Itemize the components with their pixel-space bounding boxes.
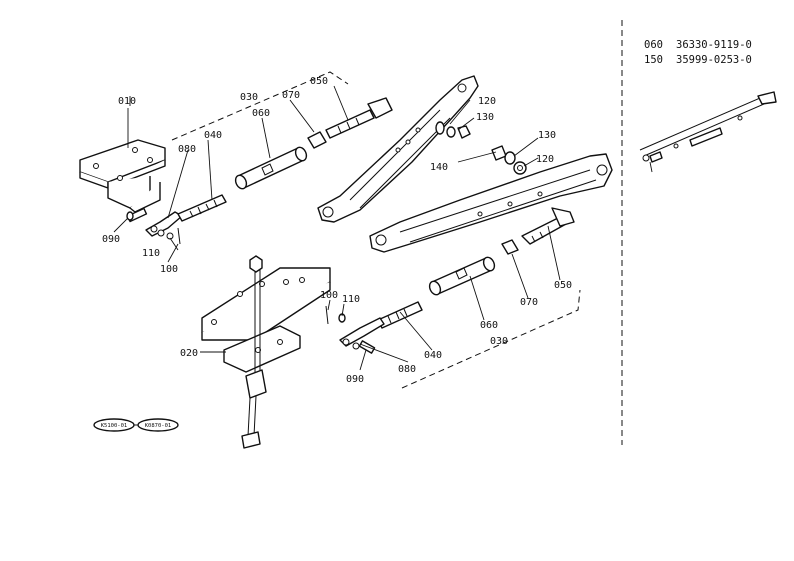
callout-110-top: 110 — [142, 248, 160, 259]
callout-020: 020 — [180, 348, 198, 359]
callout-130-top: 130 — [476, 112, 494, 123]
callout-120-top: 120 — [478, 96, 496, 107]
callout-060-top: 060 — [252, 108, 270, 119]
callout-070-top: 070 — [282, 90, 300, 101]
callout-010: 010 — [118, 96, 136, 107]
ref-row-2-part-number: 35999-0253-0 — [676, 54, 752, 66]
callout-060-bottom: 060 — [480, 320, 498, 331]
callout-090-top: 090 — [102, 234, 120, 245]
lower-check-chain-assembly — [325, 207, 581, 389]
ref-row-1-part-number: 36330-9119-0 — [676, 39, 752, 51]
lower-lift-arm — [369, 153, 613, 253]
inset-assembly-detail — [639, 91, 777, 173]
upper-check-chain-assembly — [126, 71, 393, 245]
callout-100-bottom: 100 — [320, 290, 338, 301]
callout-080-bottom: 080 — [398, 364, 416, 375]
leader-lines — [113, 85, 561, 371]
callout-130-right: 130 — [538, 130, 556, 141]
callout-070-bottom: 070 — [520, 297, 538, 308]
callout-050-bottom: 050 — [554, 280, 572, 291]
callout-100-top: 100 — [160, 264, 178, 275]
bracket-010 — [79, 139, 166, 213]
callout-120-right: 120 — [536, 154, 554, 165]
callout-030-bottom: 030 — [490, 336, 508, 347]
callout-050-top: 050 — [310, 76, 328, 87]
ref-row-2-ref: 150 — [644, 54, 663, 66]
callout-110-bottom: 110 — [342, 294, 360, 305]
reference-table: 060 36330-9119-0 150 35999-0253-0 — [644, 39, 752, 66]
upper-arm-fasteners — [435, 121, 471, 139]
callout-labels: 010 020 030 030 040 040 050 050 060 060 … — [102, 76, 572, 385]
callout-040-top: 040 — [204, 130, 222, 141]
callout-080-top: 080 — [178, 144, 196, 155]
serial-to: K0870-01 — [145, 423, 172, 429]
serial-from: K5100-01 — [101, 423, 128, 429]
serial-range: K5100-01 K0870-01 — [93, 418, 179, 432]
callout-140: 140 — [430, 162, 448, 173]
ref-row-1-ref: 060 — [644, 39, 663, 51]
serial-to-oval — [137, 418, 179, 432]
upper-lift-arm — [317, 75, 479, 223]
callout-030-top: 030 — [240, 92, 258, 103]
callout-040-bottom: 040 — [424, 350, 442, 361]
bracket-020 — [201, 255, 331, 449]
lower-arm-fasteners — [491, 145, 527, 175]
callout-090-bottom: 090 — [346, 374, 364, 385]
